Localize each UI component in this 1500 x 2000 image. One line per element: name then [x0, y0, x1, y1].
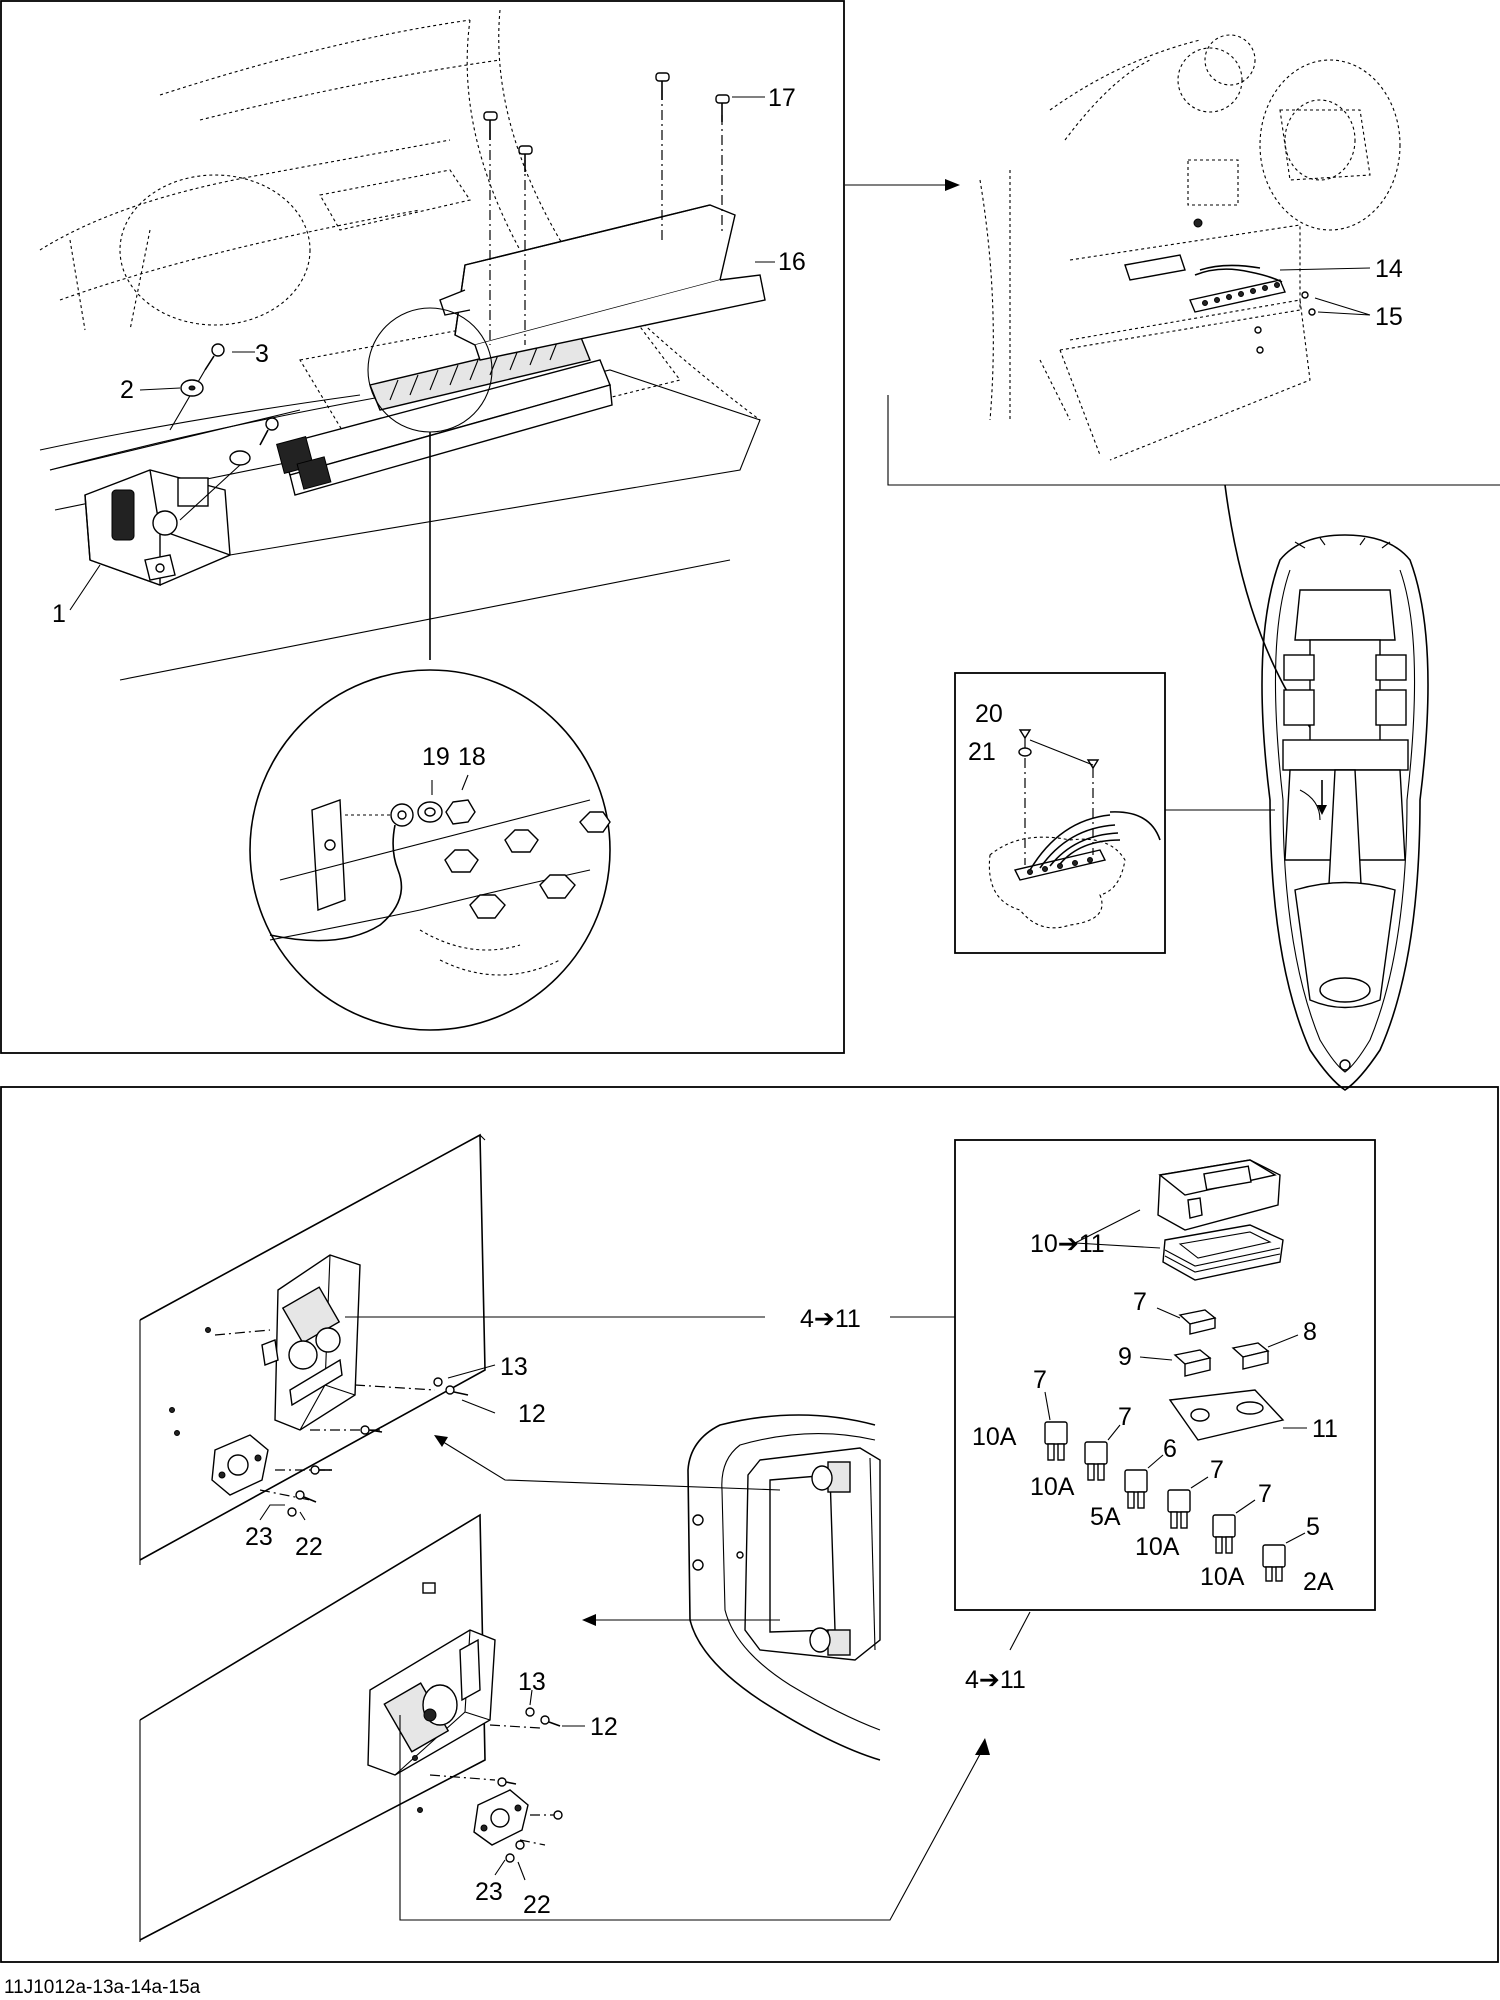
- callout-12-lower: 12: [590, 1713, 618, 1741]
- bottom-panel-frame: [0, 1086, 1499, 1963]
- callout-22-upper: 22: [295, 1533, 323, 1561]
- callout-23-upper: 23: [245, 1523, 273, 1551]
- screw-c: [179, 417, 279, 521]
- fuse-rating-5a: 5A: [1090, 1503, 1121, 1531]
- lower-bulkhead-assembly: 13 12 23 22: [139, 1513, 990, 1942]
- screw-a: [483, 111, 498, 345]
- upper-bulkhead-assembly: 13 12 23 22: [139, 1133, 765, 1565]
- callout-23-lower: 23: [475, 1878, 503, 1906]
- callout-12-upper: 12: [518, 1400, 546, 1428]
- fuse-rating-10a-4: 10A: [1200, 1563, 1245, 1591]
- fuse-box-gasket: [1162, 1224, 1284, 1281]
- figure-reference: 11J1012a-13a-14a-15a: [4, 1977, 201, 1998]
- top-left-panel-frame: [0, 0, 845, 1054]
- fuse-rating-2a: 2A: [1303, 1568, 1334, 1596]
- screws-top-left: [49, 72, 730, 521]
- fuse-holder-module: [84, 469, 231, 586]
- callout-2: 2: [120, 376, 134, 404]
- callout-5: 5: [1306, 1513, 1320, 1541]
- solenoid-upper: [211, 1434, 269, 1496]
- fuse-10a-1: [1044, 1421, 1068, 1461]
- callout-6: 6: [1163, 1435, 1177, 1463]
- dash-view: [887, 34, 1500, 486]
- fuse-5a: [1124, 1469, 1148, 1509]
- fuse-10a-2: [1084, 1441, 1108, 1481]
- arrow-to-dash-view: [845, 179, 960, 191]
- fuse-rating-10a-1: 10A: [972, 1423, 1017, 1451]
- leaders-top-left: [69, 96, 775, 795]
- fuse-box-cover: [439, 204, 766, 361]
- fuse-box-upper: [261, 1254, 361, 1431]
- callout-9: 9: [1118, 1343, 1132, 1371]
- fuse-rating-10a-3: 10A: [1135, 1533, 1180, 1561]
- callout-16: 16: [778, 248, 806, 276]
- inset-frame: [954, 672, 1166, 954]
- fuse-detail-box: 4➔11 4➔11 10➔11 7 9: [800, 1139, 1376, 1694]
- callout-21: 21: [968, 738, 996, 766]
- callout-11: 11: [1312, 1415, 1338, 1443]
- detail-view-circle: [249, 307, 611, 1031]
- screw-17-b: [715, 94, 730, 235]
- callout-22-lower: 22: [523, 1891, 551, 1919]
- fuse-box-lid: [1157, 1159, 1281, 1231]
- callout-10-11: 10➔11: [1030, 1230, 1105, 1258]
- callout-19: 19: [422, 743, 450, 771]
- inset-ground-strip: 20 21: [954, 672, 1166, 954]
- callout-7-c: 7: [1118, 1403, 1132, 1431]
- boat-rear-view: [434, 1414, 881, 1761]
- callout-20: 20: [975, 700, 1003, 728]
- callout-7-e: 7: [1258, 1480, 1272, 1508]
- callout-7-b: 7: [1033, 1366, 1047, 1394]
- fuse-10a-3: [1167, 1489, 1191, 1529]
- callout-7-a: 7: [1133, 1288, 1147, 1316]
- callout-17: 17: [768, 84, 796, 112]
- solenoid-lower: [473, 1789, 529, 1846]
- callout-13-upper: 13: [500, 1353, 528, 1381]
- screw-3: [169, 343, 225, 431]
- callout-8: 8: [1303, 1318, 1317, 1346]
- callout-18: 18: [458, 743, 486, 771]
- terminal-strip: [1189, 264, 1286, 313]
- fuse-plate-11: [1168, 1389, 1285, 1441]
- callout-4-11-upper: 4➔11: [800, 1305, 861, 1333]
- boat-top-view: [1165, 484, 1429, 1091]
- washer-2: [180, 379, 204, 397]
- fuse-rating-10a-2: 10A: [1030, 1473, 1075, 1501]
- fuse-9: [1173, 1349, 1212, 1377]
- callouts-dash-view: 14 15: [1375, 255, 1403, 331]
- callout-15: 15: [1375, 303, 1403, 331]
- callout-4-11-lower: 4➔11: [965, 1666, 1026, 1694]
- callout-3: 3: [255, 340, 269, 368]
- callout-1: 1: [52, 600, 66, 628]
- callouts-top-left: 1 2 3 16 17 19 18: [52, 84, 806, 771]
- screw-b: [518, 145, 533, 345]
- terminal-block: [276, 334, 613, 496]
- fuse-box-lower: [367, 1582, 496, 1776]
- fuse-detail-frame: [954, 1139, 1376, 1611]
- callout-7-d: 7: [1210, 1456, 1224, 1484]
- fuse-7-top: [1178, 1309, 1217, 1335]
- callout-13-lower: 13: [518, 1668, 546, 1696]
- fuse-10a-4: [1212, 1514, 1236, 1554]
- fuse-8: [1231, 1342, 1270, 1370]
- callout-14: 14: [1375, 255, 1403, 283]
- fuse-2a: [1262, 1544, 1286, 1582]
- screw-17-a: [655, 72, 670, 240]
